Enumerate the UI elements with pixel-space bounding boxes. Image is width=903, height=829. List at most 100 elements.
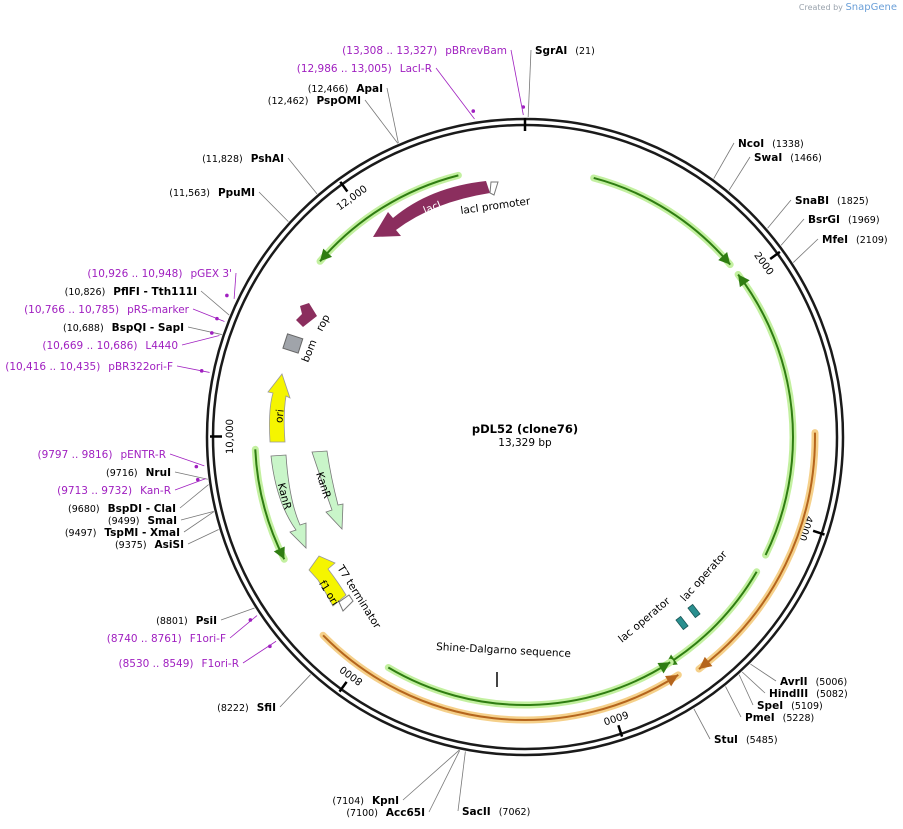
site-leader-line — [402, 749, 460, 801]
site-label-stui[interactable]: StuI(5485) — [714, 734, 778, 746]
site-label-snabi[interactable]: SnaBI(1825) — [795, 195, 869, 207]
kanr-arrow-b[interactable] — [311, 450, 344, 530]
site-name: SfiI — [257, 702, 276, 714]
primer-label-pbrrevbam[interactable]: (13,308 .. 13,327)pBRrevBam — [342, 45, 507, 57]
site-position: (1825) — [837, 196, 869, 207]
plasmid-name: pDL52 (clone76) — [472, 422, 578, 436]
kanr-arrow-a[interactable] — [270, 454, 307, 549]
primer-label-pbr322ori-f[interactable]: (10,416 .. 10,435)pBR322ori-F — [5, 361, 173, 373]
site-leader-line — [187, 529, 219, 545]
primer-name: L4440 — [145, 340, 178, 352]
rop-feature-arrow[interactable] — [296, 303, 317, 327]
site-position: (1969) — [848, 215, 880, 226]
site-label-sacii[interactable]: SacII(7062) — [462, 806, 530, 818]
primer-label-pentr-r[interactable]: (9797 .. 9816)pENTR-R — [37, 449, 166, 461]
site-label-asisi[interactable]: (9375)AsiSI — [115, 539, 184, 551]
primer-leader-line — [229, 615, 258, 639]
site-label-kpni[interactable]: (7104)KpnI — [332, 795, 399, 807]
lac-operator-box-b[interactable] — [687, 603, 701, 619]
site-leader-line — [179, 484, 209, 509]
primer-label-f1ori-f[interactable]: (8740 .. 8761)F1ori-F — [107, 633, 226, 645]
site-label-pspomi[interactable]: (12,462)PspOMI — [268, 95, 361, 107]
tick-mark — [769, 250, 781, 260]
site-name: StuI — [714, 734, 738, 746]
tick-label: 10,000 — [225, 419, 236, 454]
primer-label-kan-r[interactable]: (9713 .. 9732)Kan-R — [57, 485, 171, 497]
site-position: (9716) — [106, 468, 138, 479]
primer-name: F1ori-R — [202, 658, 239, 670]
primer-label-l4440[interactable]: (10,669 .. 10,686) L4440 — [42, 340, 178, 352]
site-label-avrii[interactable]: AvrII(5006) — [780, 676, 847, 688]
orf-arc-bottom[interactable] — [387, 661, 671, 706]
site-label-bsrgi[interactable]: BsrGI(1969) — [808, 214, 880, 226]
site-label-swai[interactable]: SwaI(1466) — [754, 152, 822, 164]
site-position: (12,462) — [268, 96, 309, 107]
orf-arc-right[interactable] — [737, 273, 794, 556]
primer-position: (12,986 .. 13,005) — [297, 63, 392, 75]
site-label-ppumi[interactable]: (11,563)PpuMI — [169, 187, 255, 199]
site-name: AsiSI — [155, 539, 184, 551]
site-name: TspMI - XmaI — [104, 527, 180, 539]
site-label-pflfi[interactable]: (10,826)PflFI - Tth111I — [65, 286, 197, 298]
site-label-spei[interactable]: SpeI(5109) — [757, 700, 823, 712]
site-position: (11,563) — [169, 188, 210, 199]
primer-position: (10,669 .. 10,686) — [42, 340, 137, 352]
orf-arc-top-left-head — [319, 248, 333, 262]
site-leader-line — [767, 199, 792, 229]
lac-operator-box-a[interactable] — [675, 615, 689, 631]
lacI-promoter-arrow[interactable] — [489, 181, 499, 196]
site-leader-line — [287, 157, 318, 195]
ori-feature-arrow[interactable] — [267, 373, 291, 443]
ori-label: ori — [273, 409, 286, 424]
primer-label-pgex[interactable]: (10,926 .. 10,948)pGEX 3' — [87, 268, 232, 280]
site-position: (5228) — [783, 713, 815, 724]
site-label-psii[interactable]: (8801)PsiI — [156, 615, 217, 627]
shine-dalgarno-label: Shine-Dalgarno sequence — [436, 641, 571, 660]
primer-label-prs-marker[interactable]: (10,766 .. 10,785)pRS-marker — [24, 304, 190, 316]
site-leader-line — [527, 49, 532, 118]
site-label-pmei[interactable]: PmeI(5228) — [745, 712, 814, 724]
lacI-feature-arrow[interactable] — [373, 181, 490, 237]
site-label-bspdi[interactable]: (9680)BspDI - ClaI — [68, 503, 176, 515]
primer-mark — [195, 477, 200, 482]
f1-ori-arrow[interactable] — [308, 555, 347, 607]
site-label-hindiii[interactable]: HindIII(5082) — [769, 688, 848, 700]
site-label-smai[interactable]: (9499)SmaI — [108, 515, 177, 527]
primer-name: F1ori-F — [190, 633, 226, 645]
site-name: SmaI — [148, 515, 178, 527]
primer-name: Kan-R — [140, 485, 171, 497]
site-label-sfii[interactable]: (8222)SfiI — [217, 702, 276, 714]
orange-arc-right-head — [698, 656, 713, 670]
site-label-nrui[interactable]: (9716)NruI — [106, 467, 171, 479]
site-label-tspmi[interactable]: (9497)TspMI - XmaI — [65, 527, 180, 539]
orange-arc-bottom[interactable] — [322, 634, 679, 721]
site-position: (7062) — [499, 807, 531, 818]
site-name: KpnI — [372, 795, 399, 807]
primer-label-laci-r[interactable]: (12,986 .. 13,005)LacI-R — [297, 63, 432, 75]
orange-arc-right[interactable] — [698, 432, 816, 670]
site-label-apai[interactable]: (12,466)ApaI — [308, 83, 383, 95]
primer-name: pENTR-R — [120, 449, 166, 461]
site-label-ncoi[interactable]: NcoI(1338) — [738, 138, 804, 150]
site-label-acc65i[interactable]: (7100)Acc65I — [346, 807, 425, 819]
site-leader-line — [187, 326, 222, 335]
primer-mark — [215, 316, 219, 321]
bom-feature-box[interactable] — [282, 333, 304, 354]
primer-leader-line — [181, 335, 220, 346]
site-label-pshai[interactable]: (11,828)PshAI — [202, 153, 284, 165]
site-leader-line — [180, 511, 214, 521]
orf-arc-lower-right[interactable] — [664, 571, 758, 667]
t7-terminator-arrow[interactable] — [338, 594, 354, 612]
site-label-bspqi[interactable]: (10,688)BspQI - SapI — [63, 322, 184, 334]
orf-arc-top-left[interactable] — [319, 174, 459, 262]
orf-arc-top-right[interactable] — [593, 176, 731, 266]
site-label-mfei[interactable]: MfeI(2109) — [822, 234, 888, 246]
tick-label: 2000 — [751, 250, 775, 277]
primer-leader-line — [435, 67, 475, 120]
site-leader-line — [183, 511, 215, 533]
primer-mark — [471, 109, 476, 113]
site-leader-line — [200, 290, 230, 316]
primer-label-f1ori-r[interactable]: (8530 .. 8549)F1ori-R — [119, 658, 239, 670]
kanr-label-a: KanR — [275, 482, 294, 511]
site-label-sgrai[interactable]: SgrAI(21) — [535, 45, 595, 57]
